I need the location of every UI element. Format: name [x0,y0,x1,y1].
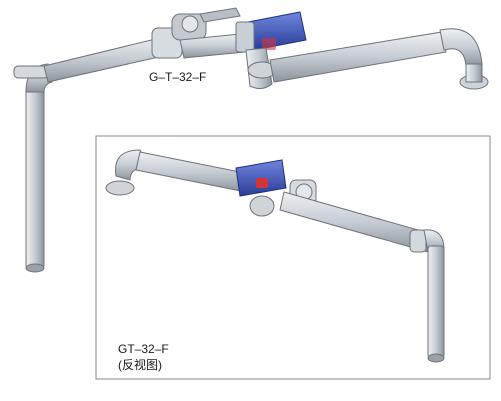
top-left-pipe-end [25,263,45,273]
top-left-vertical-pipe [25,87,45,269]
bottom-right-pipe-end [427,353,445,363]
top-right-elbow [439,28,483,67]
top-main-pipe-right [269,31,447,83]
bottom-model-label: GT–32–F [118,342,169,356]
top-left-flange [13,65,49,79]
top-model-label: G–T–32–F [149,70,207,84]
bottom-right-flange [409,229,427,253]
bottom-main-pipe-left [135,151,251,193]
bottom-main-pipe-right [279,191,433,253]
bottom-blue-motor [235,159,287,197]
reverse-view-frame [95,135,491,380]
reverse-view-label: (反视图) [118,358,162,372]
bottom-pipe-assembly [105,149,445,363]
top-pipe-assembly [13,7,489,273]
top-blue-motor [235,11,307,53]
bottom-right-vertical-pipe [427,245,445,359]
bottom-left-flange [105,180,135,196]
top-swivel-valve [151,7,241,59]
bottom-swivel [249,195,275,217]
